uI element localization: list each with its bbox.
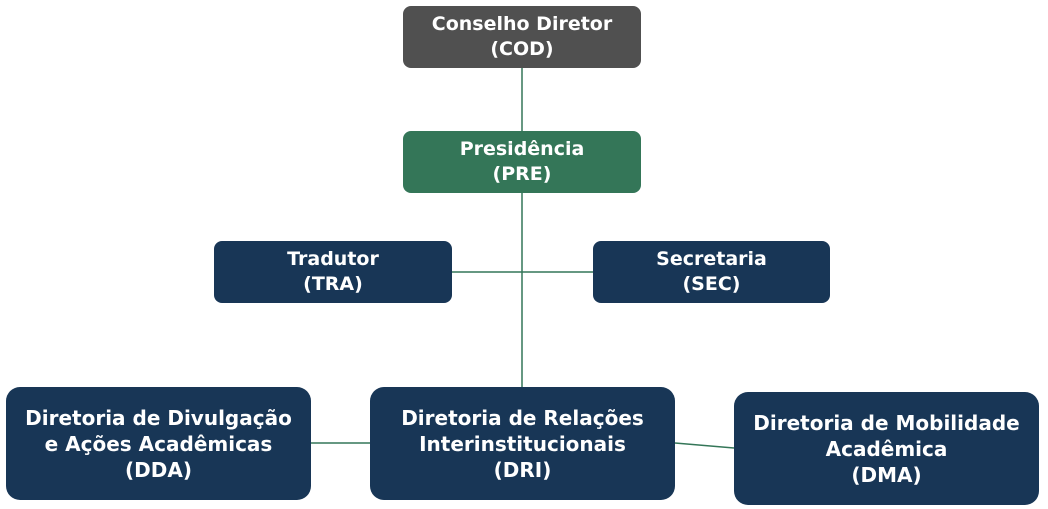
node-abbreviation: (SEC) [682, 273, 741, 295]
node-secretaria: Secretaria (SEC) [593, 241, 830, 303]
node-diretoria-divulgacao: Diretoria de Divulgação e Ações Acadêmic… [6, 387, 311, 500]
node-title: Presidência [459, 138, 585, 161]
connector-dri-dma [674, 442, 735, 449]
node-diretoria-relacoes: Diretoria de Relações Interinstitucionai… [370, 387, 675, 500]
node-abbreviation: (DRI) [493, 457, 552, 482]
node-title-line-1: Diretoria de Mobilidade [753, 410, 1020, 435]
node-tradutor: Tradutor (TRA) [214, 241, 452, 303]
node-title: Conselho Diretor [431, 13, 613, 36]
node-title: Tradutor [287, 248, 379, 271]
node-diretoria-mobilidade: Diretoria de Mobilidade Acadêmica (DMA) [734, 392, 1039, 505]
node-abbreviation: (TRA) [303, 273, 363, 295]
node-presidencia: Presidência (PRE) [403, 131, 641, 193]
node-title-line-2: Acadêmica [825, 436, 948, 461]
node-title-line-2: Interinstitucionais [419, 431, 626, 456]
node-abbreviation: (DMA) [851, 462, 922, 487]
node-abbreviation: (COD) [490, 38, 554, 60]
node-title-line-1: Diretoria de Divulgação [25, 405, 292, 430]
node-abbreviation: (DDA) [125, 457, 192, 482]
node-conselho-diretor: Conselho Diretor (COD) [403, 6, 641, 68]
node-title: Secretaria [656, 248, 767, 271]
node-title-line-2: e Ações Acadêmicas [44, 431, 273, 456]
node-abbreviation: (PRE) [492, 163, 552, 185]
node-title-line-1: Diretoria de Relações [401, 405, 644, 430]
